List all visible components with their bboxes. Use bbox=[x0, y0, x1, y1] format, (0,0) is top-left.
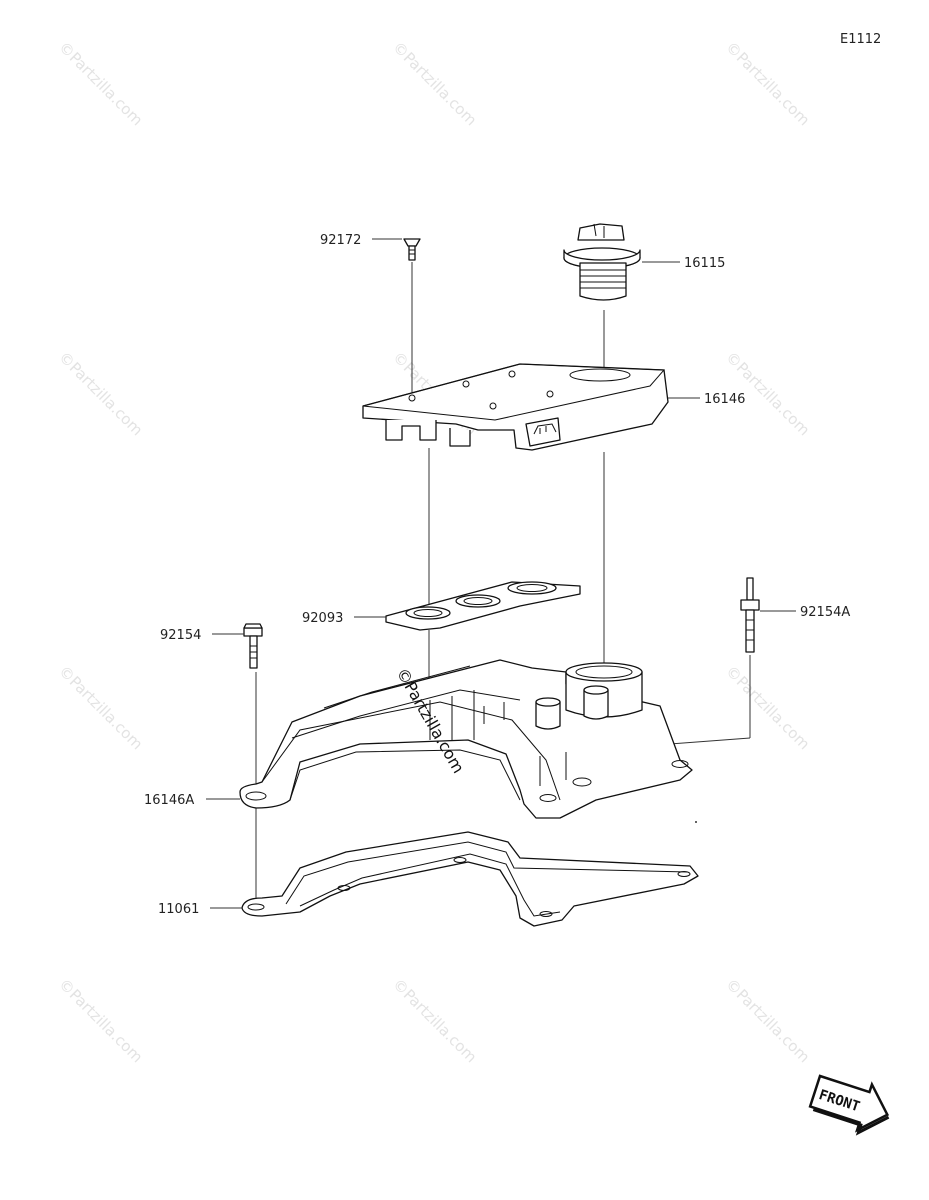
watermark: ©Partzilla.com bbox=[389, 38, 480, 129]
part-16146-cover[interactable] bbox=[362, 363, 669, 451]
watermark: ©Partzilla.com bbox=[722, 38, 813, 129]
watermark: ©Partzilla.com bbox=[55, 975, 146, 1066]
part-11061-gasket[interactable] bbox=[241, 831, 699, 927]
part-16115-filler-cap[interactable] bbox=[563, 223, 641, 301]
label-16115[interactable]: 16115 bbox=[684, 256, 725, 271]
watermark: ©Partzilla.com bbox=[55, 348, 146, 439]
watermark: ©Partzilla.com bbox=[722, 975, 813, 1066]
marker-dot bbox=[695, 821, 697, 823]
part-92154-bolt[interactable] bbox=[243, 623, 263, 669]
watermark: ©Partzilla.com bbox=[722, 662, 813, 753]
part-92154A-stud[interactable] bbox=[740, 577, 760, 653]
watermark: ©Partzilla.com bbox=[55, 38, 146, 129]
watermark: ©Partzilla.com bbox=[389, 975, 480, 1066]
watermark: ©Partzilla.com bbox=[55, 662, 146, 753]
part-92172-screw[interactable] bbox=[403, 238, 421, 261]
part-92093-seals[interactable] bbox=[385, 581, 581, 631]
front-direction-arrow: FRONT bbox=[808, 1074, 890, 1136]
assembly-lines bbox=[255, 262, 751, 900]
label-92093[interactable]: 92093 bbox=[302, 611, 343, 626]
leader-lines bbox=[206, 238, 796, 909]
label-92154A[interactable]: 92154A bbox=[800, 605, 850, 620]
label-16146A[interactable]: 16146A bbox=[144, 793, 194, 808]
diagram-code: E1112 bbox=[840, 32, 881, 47]
label-92154[interactable]: 92154 bbox=[160, 628, 201, 643]
part-labels: 92172 16115 16146 92093 92154 92154A 161… bbox=[144, 233, 850, 917]
label-11061[interactable]: 11061 bbox=[158, 902, 199, 917]
label-16146[interactable]: 16146 bbox=[704, 392, 745, 407]
label-92172[interactable]: 92172 bbox=[320, 233, 361, 248]
part-16146A-head-cover[interactable] bbox=[239, 659, 693, 819]
